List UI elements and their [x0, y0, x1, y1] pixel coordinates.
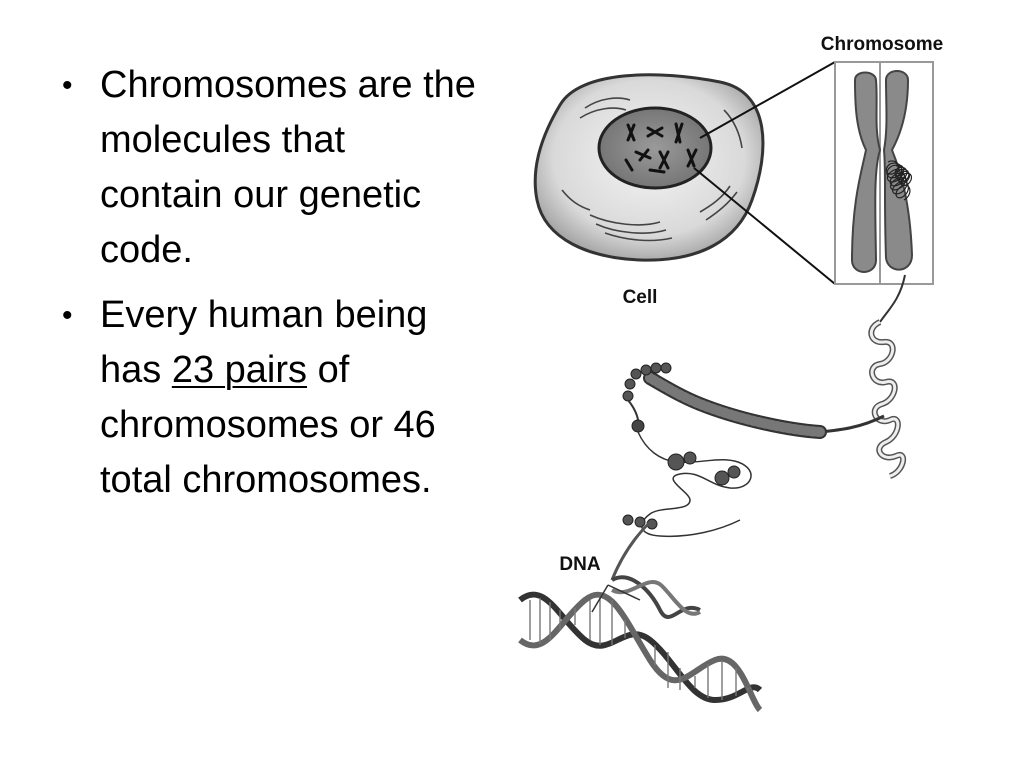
- zoom-connector-lines: [693, 61, 836, 285]
- dna-double-helix: [518, 520, 763, 713]
- bullet-list: • Chromosomes are the molecules that con…: [56, 58, 476, 518]
- chromosome-label: Chromosome: [821, 34, 943, 55]
- underlined-emphasis: 23 pairs: [171, 349, 308, 391]
- chromosome-illustration: Chromosome: [821, 34, 943, 285]
- bullet-item-chromosome-count: • Every human being has 23 pairs of chro…: [56, 288, 476, 508]
- nucleosome-beads: [622, 431, 752, 538]
- bullet-text-after: of chromosomes or 46 total chromosomes.: [100, 349, 436, 501]
- bullet-icon: •: [62, 299, 73, 332]
- nucleus: [597, 106, 713, 190]
- solenoid-fiber: [622, 362, 827, 439]
- chromatin-fiber: [819, 274, 907, 479]
- bullet-text-before: Every human being has: [100, 294, 428, 391]
- bullet-icon: •: [62, 69, 73, 102]
- chromosome-dna-illustration: Chromosome Cell: [518, 34, 943, 713]
- bullet-item-chromosomes-definition: • Chromosomes are the molecules that con…: [56, 58, 476, 278]
- bullet-text: Every human being has 23 pairs of chromo…: [100, 294, 436, 501]
- bullet-text: Chromosomes are the molecules that conta…: [100, 64, 476, 271]
- cell-label: Cell: [623, 287, 658, 308]
- dna-label: DNA: [559, 554, 600, 575]
- cell-illustration: [533, 73, 765, 262]
